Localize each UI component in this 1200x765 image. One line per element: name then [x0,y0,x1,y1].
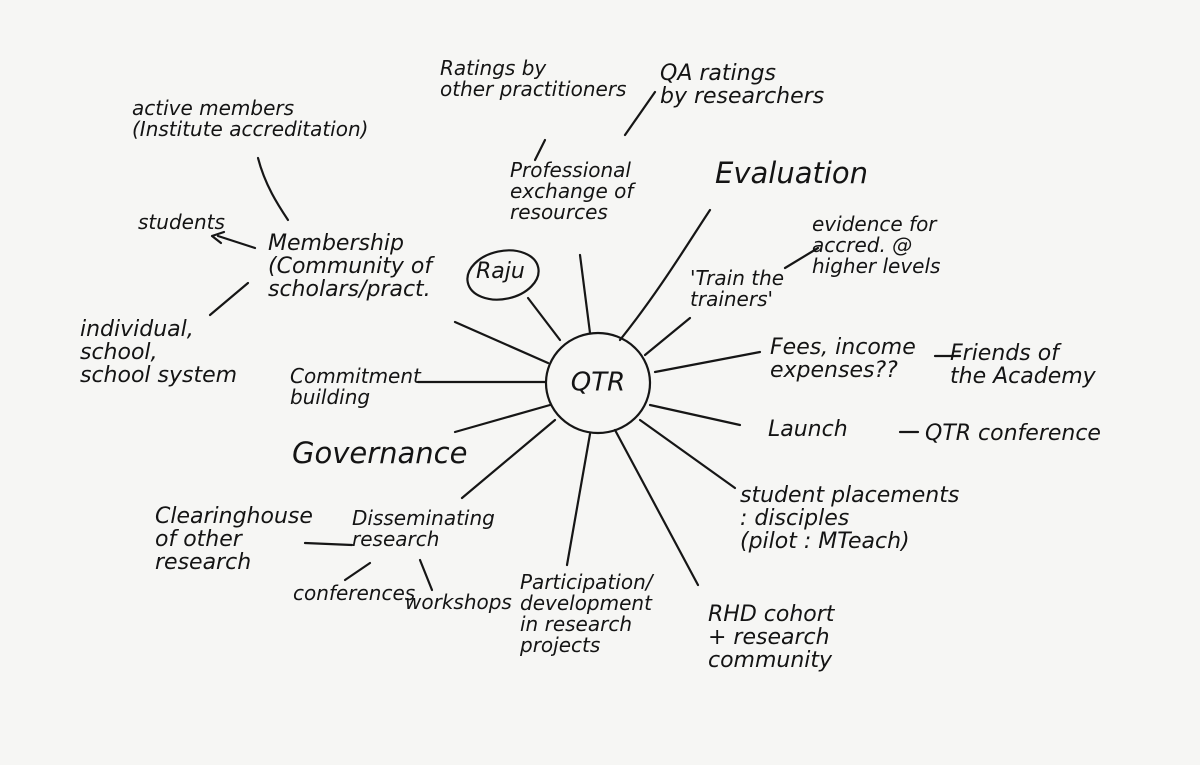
spoke-evaluation [618,208,712,342]
disseminating-research-label: Disseminating research [352,506,495,551]
spoke-fees [653,350,762,374]
raju-circle [466,249,540,301]
link-conferences [343,561,372,582]
link-individual [208,281,250,317]
governance-label: Governance [292,436,468,470]
spoke-student-placements [638,418,737,490]
participation-label: Participation/ development in research p… [520,570,653,657]
spoke-professional-exchange [578,253,592,335]
student-placements-label: student placements : disciples (pilot : … [740,483,960,555]
link-students [216,234,257,250]
center-node-label: QTR [570,367,626,398]
spoke-raju [526,296,562,342]
ratings-by-practitioners-note: Ratings by other practitioners [440,56,627,101]
clearinghouse-note: Clearinghouse of other research [155,504,313,576]
launch-label: Launch [768,417,848,442]
fees-label: Fees, income expenses?? [770,335,916,384]
spoke-membership [453,320,550,365]
spoke-train-trainers [643,316,692,357]
qa-ratings-note: QA ratings by researchers [660,61,825,110]
workshops-note: workshops [405,590,512,614]
individual-note: individual, school, school system [80,317,238,389]
link-ratings-practitioners [533,138,547,162]
active-members-note: active members (Institute accreditation) [132,96,369,141]
spoke-participation [565,432,592,567]
spoke-rhd [613,428,700,587]
qtr-conference-note: QTR conference [925,421,1101,446]
spoke-disseminating [460,418,557,500]
train-trainers-label: 'Train the trainers' [690,266,785,311]
link-clearinghouse [303,541,354,547]
evaluation-label: Evaluation [715,156,869,190]
raju-label: Raju [476,259,525,284]
friends-note: Friends of the Academy [950,341,1096,390]
spoke-governance [453,403,552,434]
link-students-arrowhead [210,230,226,245]
membership-label: Membership (Community of scholars/pract. [268,231,433,303]
commitment-building-label: Commitment building [290,364,421,409]
spoke-launch [648,403,742,427]
center-node-outline [544,331,652,435]
link-qa-ratings [623,90,657,137]
evidence-note: evidence for accred. @ higher levels [812,212,941,278]
professional-exchange-label: Professional exchange of resources [510,158,634,224]
rhd-cohort-label: RHD cohort + research community [708,602,835,674]
link-active-members [256,156,290,222]
conferences-note: conferences [293,581,416,605]
link-evidence [783,246,820,270]
link-workshops [418,558,434,592]
students-note: students [138,210,225,234]
